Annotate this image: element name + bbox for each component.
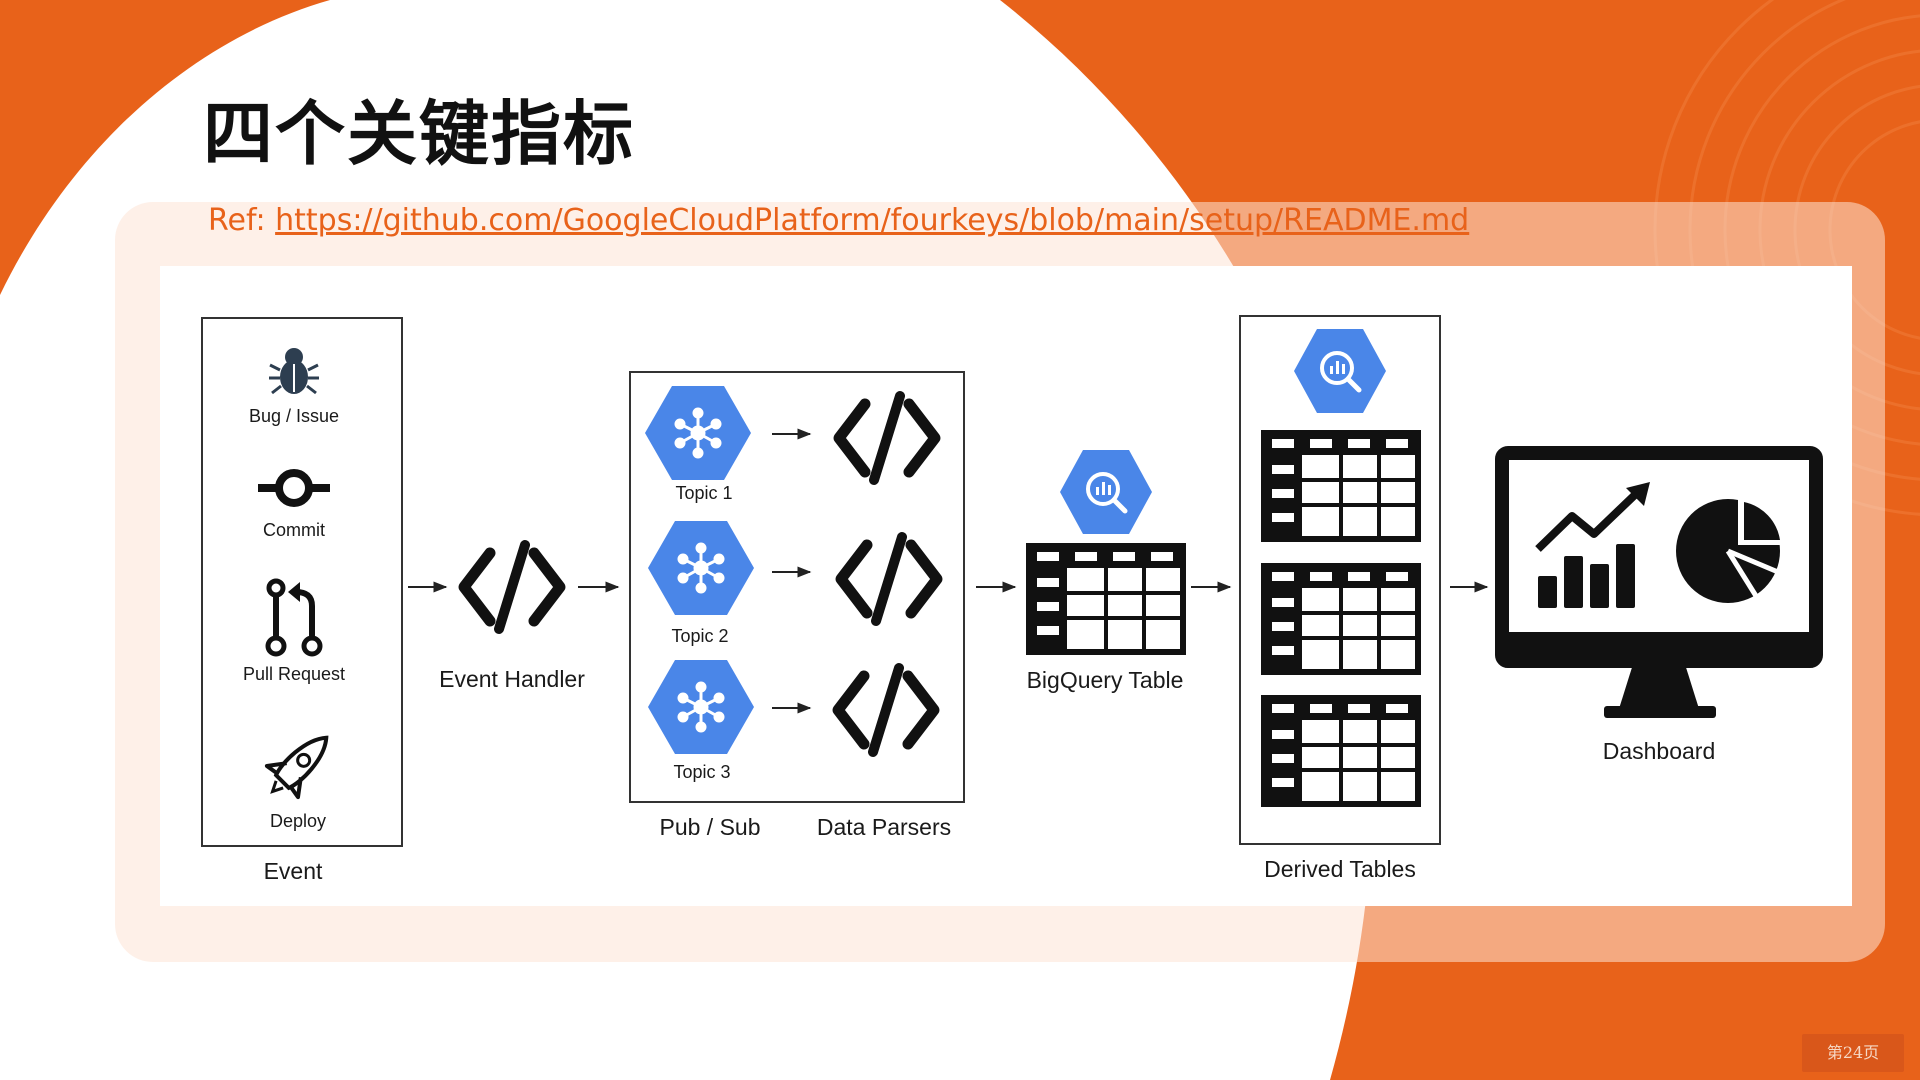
commit-icon: [258, 469, 330, 507]
reference-line: Ref: https://github.com/GoogleCloudPlatf…: [208, 203, 1469, 238]
page-number: 第24页: [1802, 1034, 1904, 1072]
parser-2-code-icon: [841, 537, 937, 621]
pubsub-box: [629, 371, 965, 803]
architecture-diagram: Bug / Issue Commit Pull Request Deploy E…: [160, 266, 1852, 906]
bug-icon: [269, 348, 319, 395]
slide-title: 四个关键指标: [203, 93, 635, 175]
event-label-commit: Commit: [263, 520, 325, 540]
derived-table-3-icon: [1264, 698, 1418, 804]
pubsub-caption: Pub / Sub: [659, 814, 761, 840]
event-label-deploy: Deploy: [269, 811, 327, 831]
derived-tables-caption: Derived Tables: [1264, 856, 1416, 882]
bigquery-hexagon-icon: [1060, 450, 1152, 534]
rocket-icon: [264, 735, 329, 800]
derived-table-2-icon: [1264, 566, 1418, 672]
topic-1-label: Topic 1: [675, 483, 733, 503]
derived-tables-box: [1239, 315, 1441, 845]
bigquery-table-label: BigQuery Table: [1026, 667, 1184, 693]
event-label-bug-issue: Bug / Issue: [248, 406, 340, 426]
event-handler-code-icon: [464, 545, 560, 629]
event-box: [201, 317, 403, 847]
ref-link[interactable]: https://github.com/GoogleCloudPlatform/f…: [275, 203, 1470, 238]
data-parsers-caption: Data Parsers: [816, 814, 952, 840]
dashboard-label: Dashboard: [1602, 738, 1716, 764]
derived-bigquery-icon: [1294, 329, 1386, 413]
dashboard-monitor-icon: [1495, 446, 1823, 718]
diagram-graphics: [201, 315, 1823, 847]
event-label-pull-request: Pull Request: [242, 664, 346, 684]
bigquery-table-icon: [1029, 546, 1183, 652]
parser-1-code-icon: [839, 396, 935, 480]
event-caption: Event: [263, 858, 323, 884]
event-handler-label: Event Handler: [439, 666, 585, 692]
ref-prefix: Ref:: [208, 203, 266, 238]
topic-3-icon: [646, 658, 756, 756]
derived-table-1-icon: [1264, 433, 1418, 539]
topic-2-icon: [646, 519, 756, 617]
pull-request-icon: [265, 578, 323, 657]
topic-2-label: Topic 2: [671, 626, 729, 646]
topic-3-label: Topic 3: [673, 762, 731, 782]
topic-1-icon: [643, 384, 753, 482]
parser-3-code-icon: [838, 668, 934, 752]
